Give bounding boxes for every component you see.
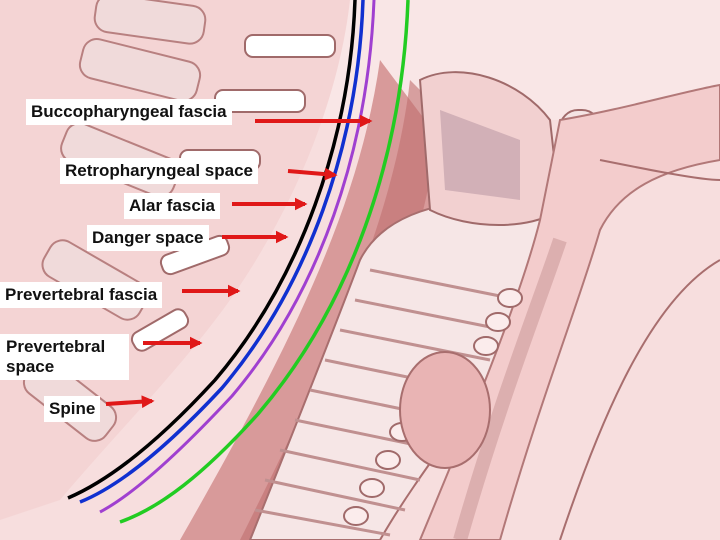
label-retropharyngeal-space: Retropharyngeal space	[60, 158, 258, 184]
label-prevertebral-fascia: Prevertebral fascia	[0, 282, 162, 308]
label-alar-fascia: Alar fascia	[124, 193, 220, 219]
label-spine: Spine	[44, 396, 100, 422]
label-buccopharyngeal-fascia: Buccopharyngeal fascia	[26, 99, 232, 125]
thyroid-gland	[400, 352, 490, 468]
label-prevertebral-space: Prevertebral space	[0, 334, 129, 380]
label-danger-space: Danger space	[87, 225, 209, 251]
